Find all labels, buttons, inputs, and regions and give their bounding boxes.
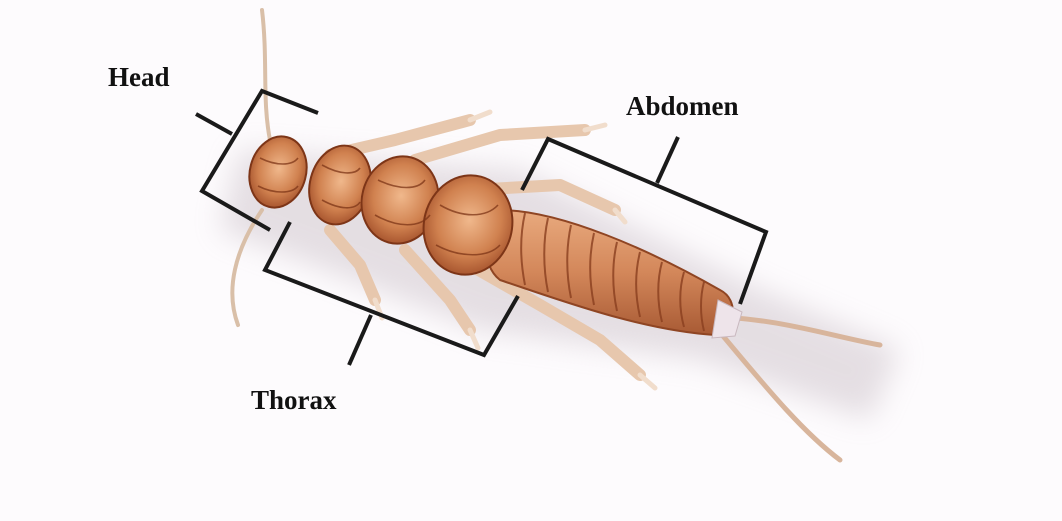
thorax-label: Thorax <box>251 387 337 414</box>
head-label: Head <box>108 64 170 91</box>
abdomen-label: Abdomen <box>626 93 739 120</box>
